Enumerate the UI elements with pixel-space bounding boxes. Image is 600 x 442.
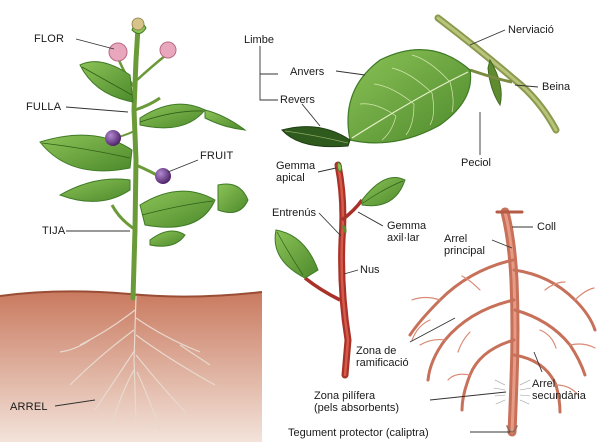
label-fulla: FULLA — [26, 101, 61, 113]
leader-anvers — [336, 71, 365, 75]
label-beina: Beina — [542, 81, 570, 93]
label-gemma-apical-line1: Gemma — [276, 160, 315, 172]
label-gemma-axil-lar-line2: axil·lar — [387, 232, 426, 244]
leaf-detail — [282, 18, 556, 147]
label-zona-ramificacio-line2: ramificació — [356, 357, 409, 369]
label-arrel-principal: Arrel principal — [444, 233, 485, 257]
label-nus: Nus — [360, 264, 380, 276]
label-flor: FLOR — [34, 33, 64, 45]
label-limbe: Limbe — [244, 34, 274, 46]
label-anvers: Anvers — [290, 66, 324, 78]
label-fruit: FRUIT — [200, 150, 233, 162]
leader-limbe — [260, 46, 278, 100]
label-nerviacio: Nerviació — [508, 24, 554, 36]
leader-flor — [76, 39, 114, 49]
leader-fulla — [66, 107, 128, 112]
leader-nus — [344, 270, 358, 274]
label-revers: Revers — [280, 94, 315, 106]
label-entrenus: Entrenús — [272, 207, 316, 219]
label-zona-pilifera-line2: (pels absorbents) — [314, 402, 399, 414]
label-gemma-apical-line2: apical — [276, 172, 315, 184]
leader-zona-pilifera — [430, 392, 506, 400]
label-arrel-secundaria-line1: Arrel — [532, 378, 586, 390]
leader-entrenus — [319, 213, 341, 236]
label-tija: TIJA — [42, 225, 65, 237]
label-zona-pilifera: Zona pilífera (pels absorbents) — [314, 390, 399, 414]
label-arrel-secundaria: Arrel secundària — [532, 378, 586, 402]
label-gemma-axil-lar-line1: Gemma — [387, 220, 426, 232]
label-peciol: Peciol — [461, 157, 491, 169]
label-zona-ramificacio: Zona de ramificació — [356, 345, 409, 369]
label-arrel-secundaria-line2: secundària — [532, 390, 586, 402]
label-zona-ramificacio-line1: Zona de — [356, 345, 409, 357]
stem-detail — [275, 162, 405, 375]
label-gemma-axil-lar: Gemma axil·lar — [387, 220, 426, 244]
leader-fruit — [168, 160, 198, 172]
label-tegument: Tegument protector (caliptra) — [288, 427, 429, 439]
label-arrel-principal-line1: Arrel — [444, 233, 485, 245]
plant-flowers — [109, 18, 176, 61]
label-arrel-principal-line2: principal — [444, 245, 485, 257]
leader-gemma-apical — [318, 168, 336, 172]
label-arrel: ARREL — [10, 401, 48, 413]
leader-nerviacio — [470, 30, 505, 45]
label-zona-pilifera-line1: Zona pilífera — [314, 390, 399, 402]
leader-revers — [302, 104, 320, 126]
leader-gemma-axil-lar — [358, 212, 383, 226]
soil — [0, 291, 262, 442]
label-coll: Coll — [537, 221, 556, 233]
label-gemma-apical: Gemma apical — [276, 160, 315, 184]
